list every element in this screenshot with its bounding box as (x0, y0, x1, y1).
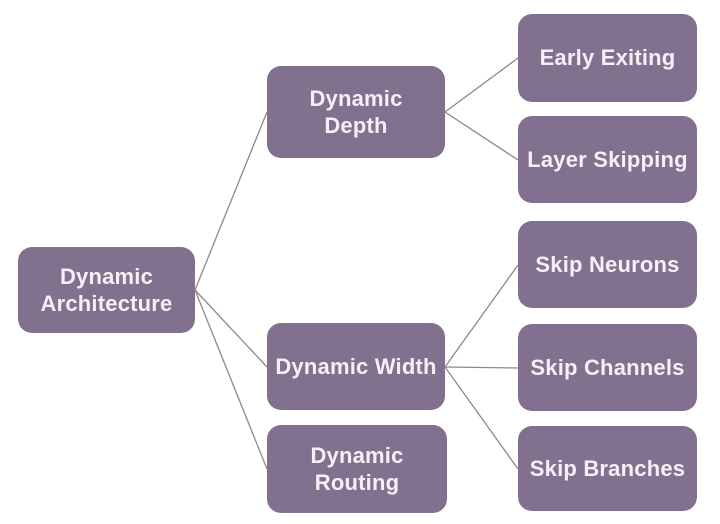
node-skip-branches: Skip Branches (518, 426, 697, 511)
node-layer-skipping: Layer Skipping (518, 116, 697, 203)
node-skip-neurons: Skip Neurons (518, 221, 697, 308)
node-label: Skip Branches (529, 455, 686, 481)
node-skip-channels: Skip Channels (518, 324, 697, 411)
edge-root-depth (194, 111, 268, 291)
node-label: Dynamic Architecture (40, 263, 173, 317)
node-early-exiting: Early Exiting (518, 14, 697, 102)
node-label: Layer Skipping (527, 146, 688, 172)
node-dynamic-depth: Dynamic Depth (267, 66, 445, 158)
node-label: Dynamic Depth (309, 85, 403, 139)
edge-width-channels (444, 366, 519, 369)
edge-root-width (194, 289, 268, 368)
node-dynamic-width: Dynamic Width (267, 323, 445, 410)
node-label: Dynamic Width (275, 353, 437, 379)
edge-width-branches (444, 366, 519, 470)
node-label: Skip Channels (530, 354, 685, 380)
node-label: Dynamic Routing (310, 442, 404, 496)
node-label: Early Exiting (539, 45, 676, 71)
edge-depth-layer (444, 111, 519, 161)
edge-root-routing (194, 289, 268, 470)
node-dynamic-routing: Dynamic Routing (267, 425, 447, 513)
edge-width-neurons (444, 264, 519, 368)
node-label: Skip Neurons (535, 251, 680, 277)
edge-depth-early (444, 57, 519, 113)
node-dynamic-architecture: Dynamic Architecture (18, 247, 195, 333)
